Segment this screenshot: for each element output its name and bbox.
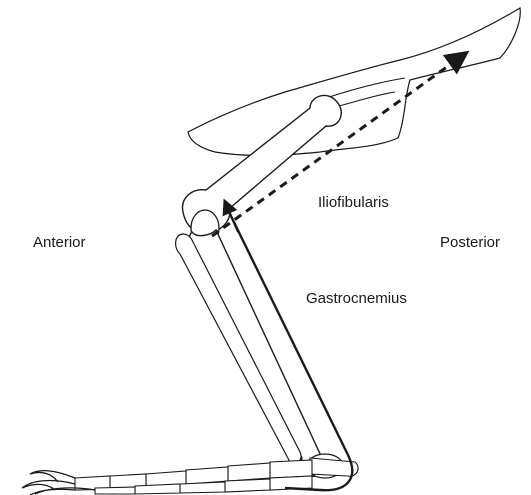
tibia-bone — [189, 230, 325, 476]
fibula-bone — [176, 234, 301, 463]
posterior-label: Posterior — [440, 235, 500, 250]
iliofibularis-label: Iliofibularis — [318, 195, 389, 210]
gastrocnemius-label: Gastrocnemius — [306, 291, 407, 306]
anterior-label: Anterior — [33, 235, 86, 250]
